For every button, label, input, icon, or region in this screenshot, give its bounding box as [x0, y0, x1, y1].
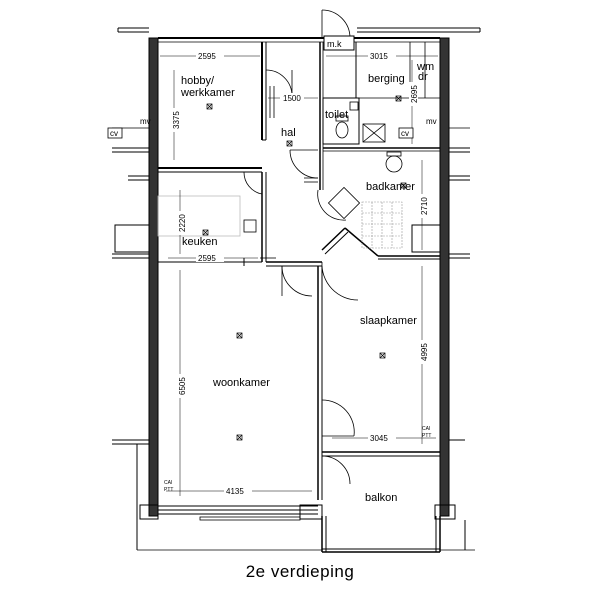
light-markers — [202, 95, 407, 441]
mv-left-label: mv — [140, 117, 151, 126]
badkamer-label: badkamer — [366, 181, 415, 193]
bath-tiles — [361, 201, 403, 249]
keuken-label: keuken — [182, 236, 217, 248]
cai-label: CAI — [164, 480, 172, 486]
dim-slaapkamer-width: 3045 — [370, 434, 388, 443]
dim-badkamer-depth: 2710 — [420, 197, 429, 215]
dimension-lines — [160, 55, 438, 496]
toilet-label: toilet — [325, 109, 348, 121]
dim-berging-width: 3015 — [370, 52, 388, 61]
hal-label: hal — [281, 127, 296, 139]
right-outer-wall — [439, 37, 450, 517]
slaapkamer-label: slaapkamer — [360, 315, 417, 327]
ptt-right-label: PTT — [422, 433, 431, 439]
fixtures — [112, 42, 470, 259]
berging-label: berging — [368, 73, 405, 85]
room-labels: hobby/ werkkamer berging wm dr toilet ha… — [180, 61, 434, 504]
toilet-bowl-icon — [335, 121, 349, 139]
meter-cupboard-label: m.k — [327, 39, 342, 49]
dim-berging-depth: 2695 — [410, 85, 419, 103]
dim-keuken-width: 2595 — [198, 254, 216, 263]
dim-woonkamer-depth: 6505 — [178, 377, 187, 395]
annotations: mv mv cv cv CAI PTT CAI PTT — [107, 117, 437, 493]
left-outer-wall — [148, 37, 159, 517]
walls — [112, 27, 481, 553]
cv-right-label: cv — [401, 129, 409, 138]
dim-keuken-depth: 2220 — [178, 214, 187, 232]
dimension-values: 2595 3015 1500 2595 4135 3045 3375 2220 … — [171, 51, 429, 496]
meter-cupboard — [323, 35, 355, 51]
dim-hobby-depth: 3375 — [172, 111, 181, 129]
dim-slaapkamer-depth: 4995 — [420, 343, 429, 361]
wm-label: wm — [416, 61, 434, 73]
cv-left-label: cv — [110, 129, 118, 138]
ptt-label: PTT — [164, 487, 173, 493]
doors — [243, 9, 359, 485]
dim-hobby-width: 2595 — [198, 52, 216, 61]
washbasin-icon — [327, 186, 361, 220]
dim-woonkamer-width: 4135 — [226, 487, 244, 496]
dim-hal-width: 1500 — [283, 94, 301, 103]
dr-label: dr — [418, 71, 428, 83]
hobby-label-line2: werkkamer — [180, 87, 235, 99]
woonkamer-label: woonkamer — [212, 377, 270, 389]
bathroom-sink-icon — [385, 155, 403, 173]
hobby-label-line1: hobby/ — [181, 75, 215, 87]
floor-label: 2e verdieping — [245, 562, 355, 581]
balkon-label: balkon — [365, 492, 397, 504]
cai-right-label: CAI — [422, 426, 430, 432]
toilet-sink-icon — [349, 101, 359, 111]
mv-right-label: mv — [426, 117, 437, 126]
